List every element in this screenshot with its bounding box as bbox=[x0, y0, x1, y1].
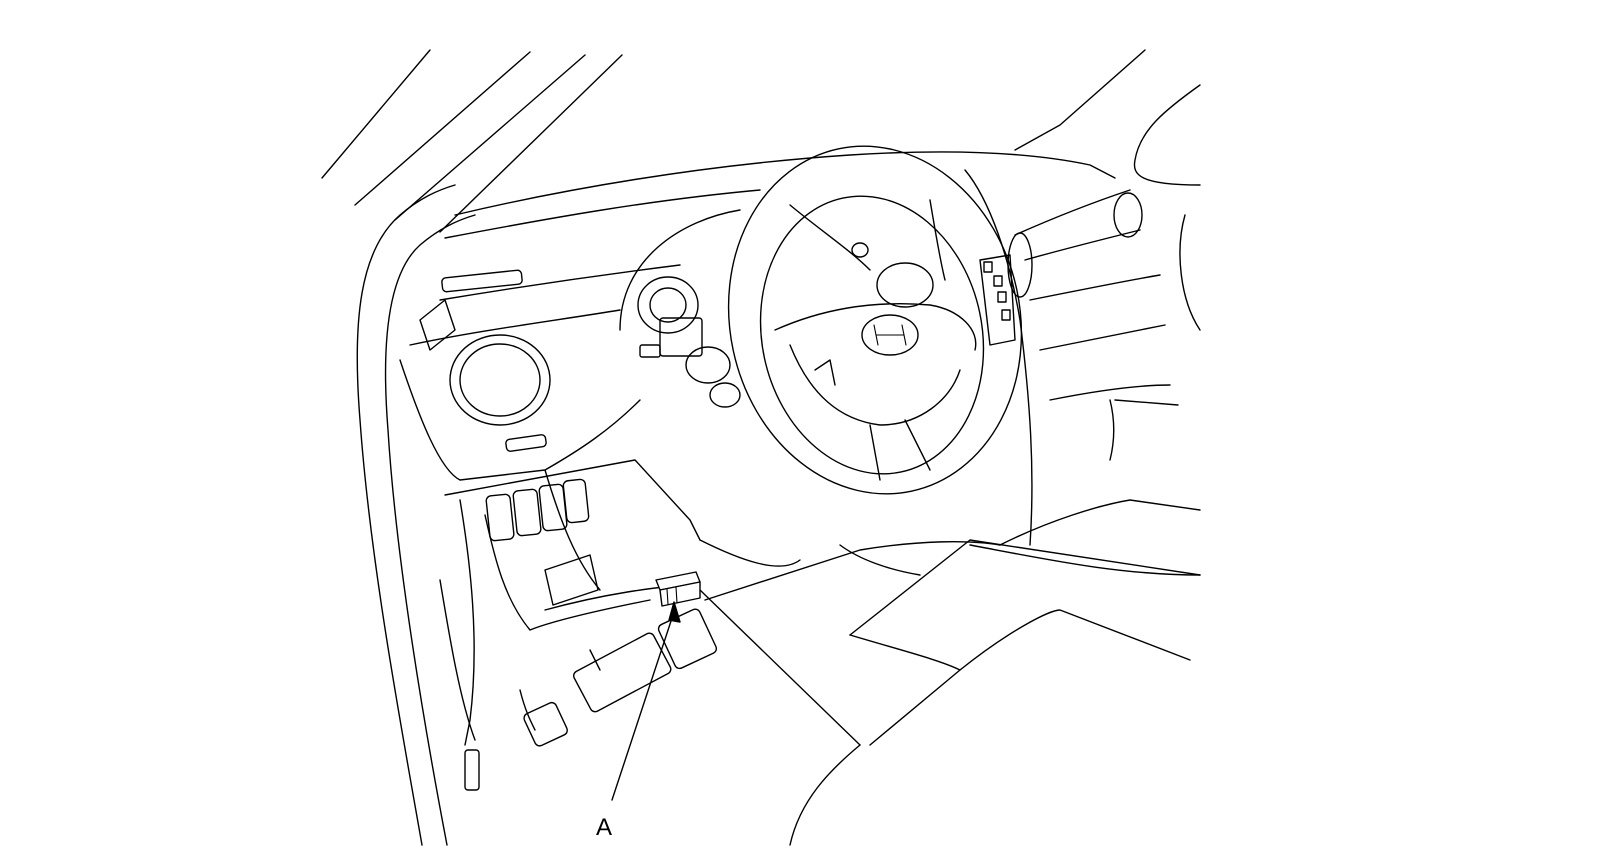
callout-leader-a bbox=[611, 601, 681, 801]
dlc-connector bbox=[655, 571, 701, 607]
dashboard-panel bbox=[399, 151, 1201, 746]
left-vent bbox=[449, 334, 551, 452]
steering-wheel bbox=[727, 145, 1023, 495]
windshield-lines bbox=[321, 49, 1201, 233]
center-stack bbox=[964, 169, 1201, 546]
callout-label-a: A bbox=[596, 814, 613, 841]
instrument-cluster bbox=[619, 209, 934, 408]
switch-panel bbox=[485, 478, 599, 606]
emblem-icon bbox=[861, 314, 919, 356]
floor-and-pedals bbox=[519, 539, 1201, 846]
door-frame bbox=[356, 184, 480, 846]
